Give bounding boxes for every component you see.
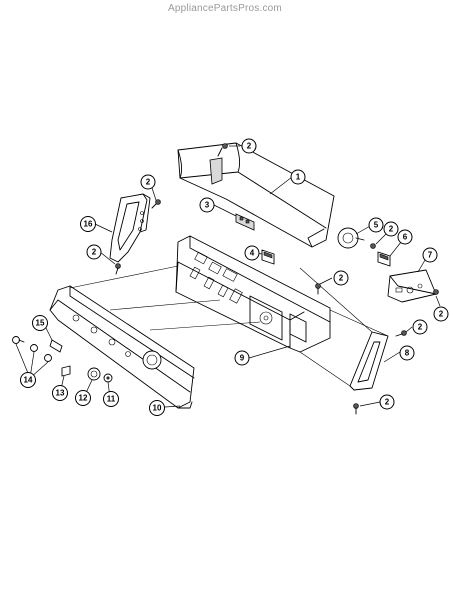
- screw-icon: [433, 289, 439, 295]
- svg-text:2: 2: [92, 248, 97, 257]
- part-right-end-cap: [349, 331, 389, 391]
- part-left-bracket: [109, 193, 151, 263]
- svg-text:12: 12: [79, 394, 88, 403]
- part-switch-6: [377, 251, 391, 267]
- svg-text:5: 5: [374, 221, 379, 230]
- part-pressure-switch-5: [337, 227, 365, 249]
- part-switch-3: [235, 213, 255, 231]
- callout-2: 2: [333, 270, 349, 286]
- callout-2: 2: [412, 319, 428, 335]
- screw-icon: [370, 243, 376, 249]
- screw-icon: [151, 199, 161, 209]
- part-timer-7: [387, 269, 437, 303]
- svg-text:2: 2: [389, 225, 394, 234]
- callout-8: 8: [399, 345, 415, 361]
- svg-text:7: 7: [428, 251, 433, 260]
- svg-text:8: 8: [405, 349, 410, 358]
- callout-16: 16: [80, 216, 96, 232]
- svg-text:2: 2: [385, 398, 390, 407]
- callout-11: 11: [103, 391, 119, 407]
- svg-text:4: 4: [250, 249, 255, 258]
- svg-text:2: 2: [247, 142, 252, 151]
- svg-text:6: 6: [403, 233, 408, 242]
- part-front-panel: [49, 285, 195, 409]
- callout-2: 2: [241, 138, 257, 154]
- callout-6: 6: [397, 229, 413, 245]
- site-watermark: AppliancePartsPros.com: [168, 3, 282, 14]
- callout-7: 7: [422, 247, 438, 263]
- callout-14: 14: [20, 372, 36, 388]
- screw-icon: [115, 263, 121, 275]
- callout-3: 3: [199, 197, 215, 213]
- part-top-cover: [177, 142, 335, 248]
- part-knob-14c: [44, 354, 52, 362]
- svg-text:15: 15: [36, 319, 45, 328]
- part-console-panel: [175, 235, 331, 353]
- callout-12: 12: [75, 390, 91, 406]
- part-knob-12: [87, 367, 101, 381]
- callout-5: 5: [368, 217, 384, 233]
- svg-text:16: 16: [84, 220, 93, 229]
- part-switch-4: [261, 249, 275, 265]
- callout-1: 1: [290, 169, 306, 185]
- callout-2: 2: [86, 244, 102, 260]
- svg-text:9: 9: [240, 354, 245, 363]
- callout-13: 13: [52, 385, 68, 401]
- svg-text:10: 10: [153, 404, 162, 413]
- screw-icon: [395, 330, 407, 337]
- callout-4: 4: [244, 245, 260, 261]
- screw-icon: [353, 403, 359, 415]
- callout-2: 2: [379, 394, 395, 410]
- screw-icon: [217, 143, 228, 157]
- svg-text:3: 3: [205, 201, 210, 210]
- part-indicator-bulb-15: [49, 339, 63, 353]
- callout-9: 9: [234, 350, 250, 366]
- svg-text:1: 1: [296, 173, 301, 182]
- callout-2: 2: [140, 174, 156, 190]
- svg-text:2: 2: [439, 310, 444, 319]
- svg-text:2: 2: [418, 323, 423, 332]
- part-knob-13: [61, 365, 71, 377]
- part-knob-14b: [30, 344, 38, 352]
- screw-icon: [315, 283, 321, 295]
- callout-2: 2: [383, 221, 399, 237]
- svg-text:13: 13: [56, 389, 65, 398]
- svg-text:2: 2: [339, 274, 344, 283]
- assembly-guide-lines: [69, 265, 389, 387]
- part-knob-14a: [12, 336, 25, 344]
- callout-10: 10: [149, 400, 165, 416]
- svg-text:14: 14: [24, 376, 33, 385]
- callout-15: 15: [32, 315, 48, 331]
- part-knob-11: [103, 373, 113, 383]
- svg-text:2: 2: [146, 178, 151, 187]
- callout-2: 2: [433, 306, 449, 322]
- svg-text:11: 11: [107, 395, 116, 404]
